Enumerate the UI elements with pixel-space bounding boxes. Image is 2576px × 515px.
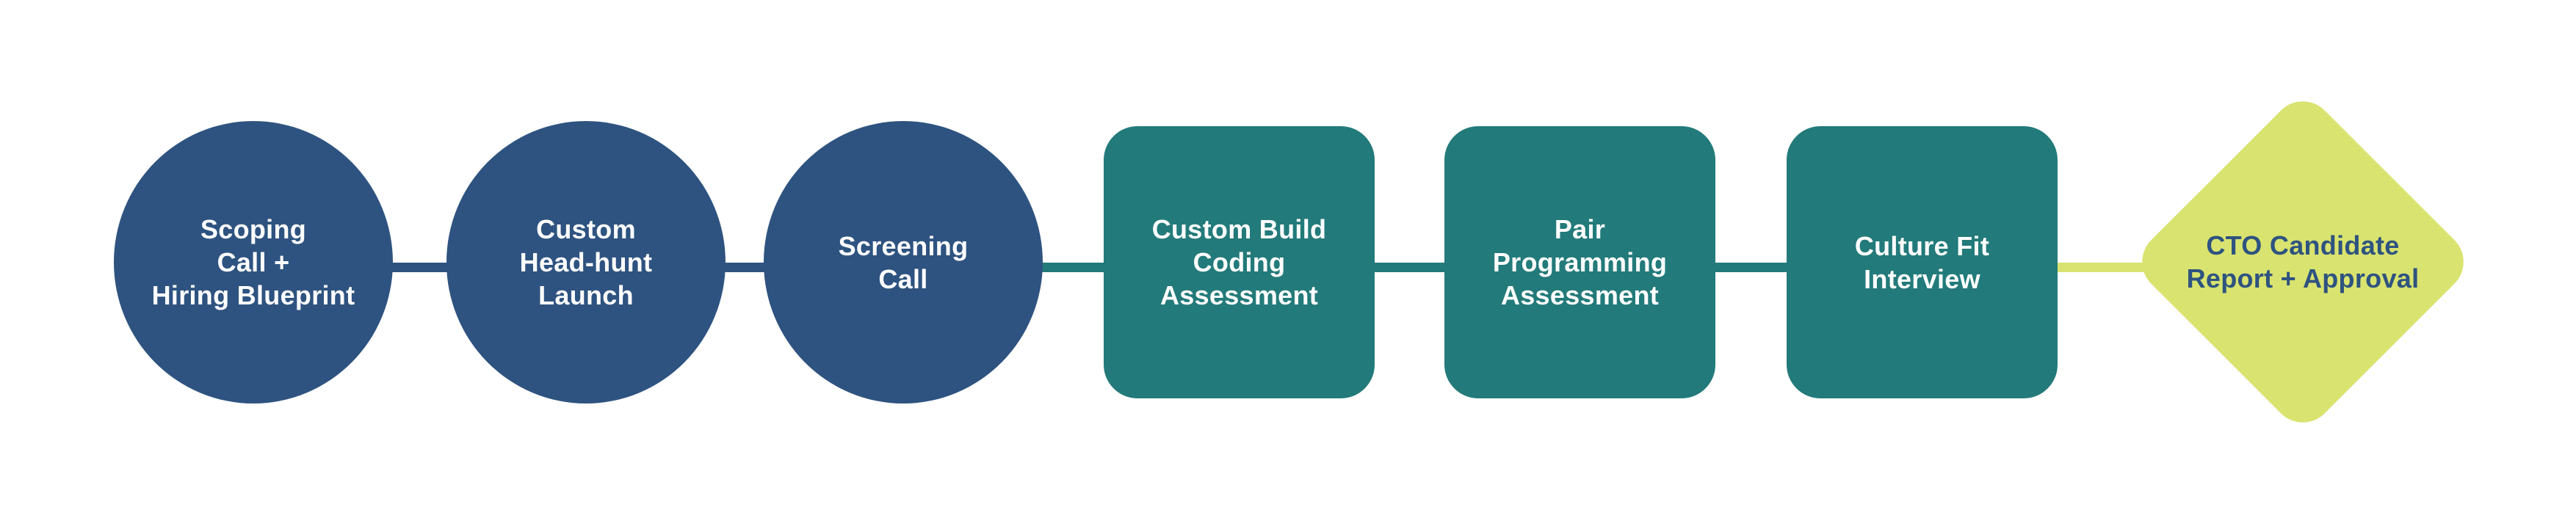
step-custom-head-hunt-launch: Custom Head-hunt Launch [446,121,726,403]
connector-headhunt-to-screening [716,263,775,272]
step-cto-candidate-report-approval-label-box: CTO Candidate Report + Approval [2119,152,2486,372]
connector-screening-to-coding [1032,263,1116,272]
step-culture-fit-interview: Culture Fit Interview [1787,126,2058,398]
step-label: CTO Candidate Report + Approval [2186,230,2420,293]
connector-scoping-to-headhunt [382,263,459,272]
step-label: Custom Head-hunt Launch [519,214,653,310]
step-label: Screening Call [838,230,969,294]
connector-pair-to-culture [1704,263,1799,272]
step-label: Custom Build Coding Assessment [1151,214,1327,310]
step-screening-call: Screening Call [764,121,1043,403]
step-custom-build-coding-assessment: Custom Build Coding Assessment [1104,126,1375,398]
step-scoping-call-hiring-blueprint: Scoping Call + Hiring Blueprint [114,121,393,403]
step-label: Pair Programming Assessment [1492,214,1668,310]
connector-coding-to-pair [1366,263,1454,272]
step-label: Scoping Call + Hiring Blueprint [151,214,355,310]
step-label: Culture Fit Interview [1854,230,1990,294]
step-pair-programming-assessment: Pair Programming Assessment [1444,126,1715,398]
